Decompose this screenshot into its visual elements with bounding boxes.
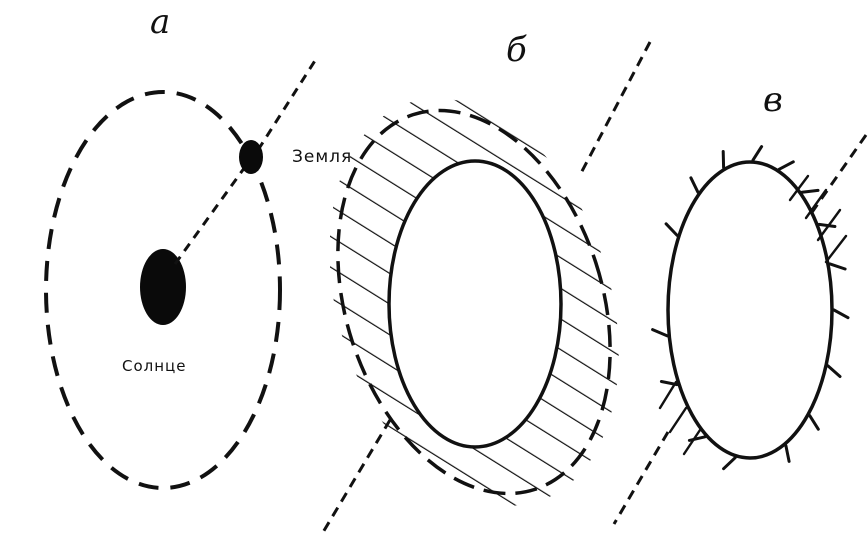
earth-ray-line	[258, 56, 318, 150]
field-arrow	[689, 437, 705, 441]
axis-line-c-lower	[614, 432, 668, 524]
planet-disc-b	[389, 161, 561, 447]
sun-label: Солнце	[122, 357, 186, 375]
panel-a	[46, 56, 318, 488]
field-arrow	[786, 446, 789, 462]
panel-c	[614, 135, 866, 524]
field-arrow	[666, 224, 677, 236]
panel-b	[291, 42, 656, 534]
field-arrow	[691, 178, 698, 192]
axis-line-c	[808, 135, 866, 218]
field-arrow	[779, 162, 793, 170]
field-arrow	[830, 264, 845, 269]
panel-letter-b: б	[506, 30, 527, 70]
field-arrow	[810, 416, 819, 430]
earth-disc	[239, 140, 263, 174]
axis-line-b	[580, 42, 650, 175]
earth-label: Земля	[292, 147, 352, 167]
sun-earth-line	[175, 160, 250, 264]
field-arrow	[828, 366, 840, 377]
field-arrow	[653, 330, 668, 336]
field-arrow	[802, 190, 818, 192]
axis-line-b-lower	[322, 420, 390, 534]
panel-letter-a: а	[150, 2, 170, 42]
planet-disc-c	[668, 162, 832, 458]
field-arrow	[724, 458, 736, 469]
panel-letter-c: в	[763, 80, 783, 120]
field-arrow	[834, 310, 848, 318]
field-arrow	[753, 147, 762, 161]
